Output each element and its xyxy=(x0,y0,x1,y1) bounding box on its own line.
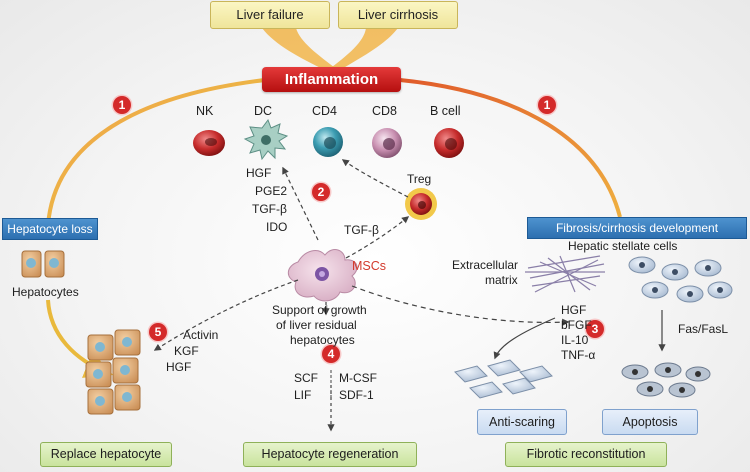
hepatocytes-small xyxy=(21,250,65,278)
regen-factor-sdf1: SDF-1 xyxy=(339,388,374,402)
cell-treg xyxy=(405,188,437,220)
step-badge-1-right: 1 xyxy=(538,96,556,114)
support-text-line3: hepatocytes xyxy=(290,333,355,347)
factor-bfgf: bFGF xyxy=(561,318,592,332)
stellate-cells xyxy=(628,256,733,303)
label-nk: NK xyxy=(196,104,214,118)
replace-hepatocyte-box: Replace hepatocyte xyxy=(40,442,172,467)
step-badge-1-left: 1 xyxy=(113,96,131,114)
arrow-treg-to-cd4 xyxy=(341,159,409,198)
fibrosis-development-box: Fibrosis/cirrhosis development xyxy=(527,217,747,239)
support-text-line2: of liver residual xyxy=(276,318,357,332)
factor-hgf-right: HGF xyxy=(561,303,587,317)
trigger-liver-failure: Liver failure xyxy=(210,1,330,29)
arc-left xyxy=(46,78,266,226)
arrow-msc-to-treg xyxy=(345,216,410,259)
trigger-funnel-left xyxy=(262,28,338,70)
arrow-msc-to-hepatocytes xyxy=(153,279,299,351)
trigger-funnel-right xyxy=(328,28,398,70)
matrix-label-line2: matrix xyxy=(485,273,518,287)
cell-cd8 xyxy=(372,128,402,158)
anti-scaring-cells xyxy=(454,359,553,399)
factor-kgf: KGF xyxy=(174,344,199,358)
factor-tnfa: TNF-α xyxy=(561,348,596,362)
factor-dc-ido: IDO xyxy=(266,220,288,234)
regen-factor-mcsf: M-CSF xyxy=(339,371,377,385)
trigger-liver-cirrhosis: Liver cirrhosis xyxy=(338,1,458,29)
support-text-line1: Support of growth xyxy=(272,303,367,317)
inflammation-box: Inflammation xyxy=(262,67,401,92)
extracellular-matrix xyxy=(525,255,605,293)
factor-il10: IL-10 xyxy=(561,333,589,347)
arrow-msc-to-fibrosis xyxy=(351,285,570,326)
factor-dc-hgf: HGF xyxy=(246,166,272,180)
step-badge-2: 2 xyxy=(312,183,330,201)
hepatocyte-regeneration-box: Hepatocyte regeneration xyxy=(243,442,417,467)
hepatocytes-cluster xyxy=(85,329,141,415)
fas-fasl-label: Fas/FasL xyxy=(678,322,729,336)
factor-activin: Activin xyxy=(183,328,219,342)
factor-treg-tgfb: TGF-β xyxy=(344,223,379,237)
cell-dc xyxy=(243,118,289,161)
factor-dc-tgfb: TGF-β xyxy=(252,202,287,216)
label-dc: DC xyxy=(254,104,273,118)
cell-bcell xyxy=(434,128,464,158)
factor-hgf-left: HGF xyxy=(166,360,192,374)
msc-cell xyxy=(287,249,358,302)
cell-cd4 xyxy=(313,127,343,157)
msc-label: MSCs xyxy=(352,259,387,273)
regen-factor-scf: SCF xyxy=(294,371,318,385)
label-bcell: B cell xyxy=(430,104,461,118)
anti-scaring-box: Anti-scaring xyxy=(477,409,567,435)
hepatocytes-label: Hepatocytes xyxy=(12,285,79,299)
matrix-label-line1: Extracellular xyxy=(452,258,519,272)
arrow-factors-to-antiscaring xyxy=(493,317,556,360)
apoptosis-cells xyxy=(621,362,711,398)
step-badge-4: 4 xyxy=(322,345,340,363)
step-badge-3: 3 xyxy=(586,320,604,338)
label-cd4: CD4 xyxy=(312,104,338,118)
apoptosis-box: Apoptosis xyxy=(602,409,698,435)
hepatocyte-loss-box: Hepatocyte loss xyxy=(2,218,98,240)
stellate-cells-label: Hepatic stellate cells xyxy=(568,239,678,253)
regen-factor-lif: LIF xyxy=(294,388,312,402)
step-badge-5: 5 xyxy=(149,323,167,341)
factor-dc-pge2: PGE2 xyxy=(255,184,288,198)
cell-nk xyxy=(193,130,225,156)
label-cd8: CD8 xyxy=(372,104,398,118)
arc-right xyxy=(399,78,622,218)
fibrotic-reconstitution-box: Fibrotic reconstitution xyxy=(505,442,667,467)
arrow-msc-to-dc xyxy=(282,166,319,241)
label-treg: Treg xyxy=(407,172,432,186)
